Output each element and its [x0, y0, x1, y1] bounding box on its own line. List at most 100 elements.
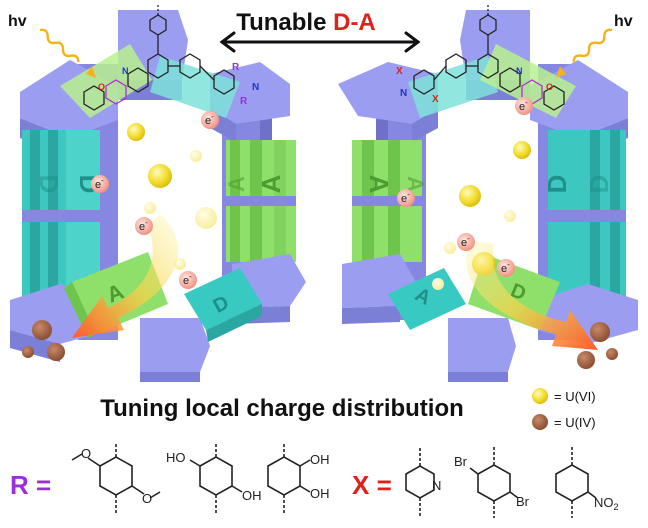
u6-sphere: [504, 210, 516, 222]
x-group-dibromophenyl: [469, 446, 519, 518]
linker-r-label-left-1: R: [232, 62, 240, 73]
u4-sphere: [577, 351, 595, 369]
u6-sphere: [127, 123, 145, 141]
electron-charge: -: [189, 272, 192, 281]
x-group-nitrophenyl: [555, 446, 597, 518]
u4-sphere: [47, 343, 65, 361]
u6-sphere: [148, 164, 172, 188]
electron-circle: [179, 271, 197, 289]
electron-label: e-: [519, 98, 528, 113]
u4-sphere: [22, 346, 34, 358]
title-highlight: D-A: [333, 9, 376, 36]
electron-circle: [457, 233, 475, 251]
linker-o-label-left: O: [98, 82, 105, 92]
r-group-dimethoxy-atom-1: O: [81, 446, 91, 461]
caption: Tuning local charge distribution: [100, 395, 464, 422]
u6-sphere: [513, 141, 531, 159]
u6-sphere: [144, 202, 156, 214]
r-group-dihydroxy-para-atom-2: OH: [242, 488, 262, 503]
electron-charge: -: [211, 112, 214, 121]
linker-n-label-left-2: N: [122, 66, 129, 76]
block-letter-left-donor-2: D: [34, 175, 64, 194]
electron-marker: e-: [179, 271, 197, 289]
u6-sphere: [444, 242, 456, 254]
linker-molecule-left: [83, 5, 235, 111]
u6-sphere: [432, 278, 444, 290]
electron-circle: [397, 189, 415, 207]
electron-charge: -: [525, 98, 528, 107]
electron-charge: -: [407, 190, 410, 199]
left-wall-stack: [22, 130, 100, 298]
r-group-dihydroxy-para: [189, 442, 243, 514]
electron-marker: e-: [515, 97, 533, 115]
electron-charge: -: [467, 234, 470, 243]
electron-circle: [497, 259, 515, 277]
electron-circle: [515, 97, 533, 115]
electron-marker: e-: [91, 175, 109, 193]
electron-marker: e-: [135, 217, 153, 235]
r-group-dihydroxy-para-atom-1: HO: [166, 450, 186, 465]
block-letter-rf-donor: D: [542, 175, 572, 194]
electron-marker: e-: [497, 259, 515, 277]
nitro-text: NO: [594, 495, 614, 510]
light-label-right: hv: [614, 13, 633, 30]
electron-label: e-: [139, 218, 148, 233]
u6-sphere: [174, 258, 186, 270]
electron-circle: [135, 217, 153, 235]
electron-marker: e-: [397, 189, 415, 207]
electron-marker: e-: [457, 233, 475, 251]
light-arrowhead-right: [556, 66, 566, 78]
legend-u4-label: = U(IV): [554, 415, 596, 430]
u6-sphere: [190, 150, 202, 162]
linker-n-label-right: N: [400, 88, 407, 99]
u4-sphere: [590, 322, 610, 342]
linker-n-label-left: N: [252, 82, 259, 93]
electron-label: e-: [205, 112, 214, 127]
linker-o-label-right: O: [546, 82, 553, 92]
u6-sphere: [459, 185, 481, 207]
linker-molecule-right: [413, 5, 565, 111]
title-prefix: Tunable: [236, 9, 333, 36]
linker-n-label-right-2: N: [516, 66, 523, 76]
block-letter-right-acceptor-2: A: [224, 176, 249, 192]
linker-r-label-left-2: R: [240, 96, 248, 107]
electron-label: e-: [501, 260, 510, 275]
light-wave-left: [39, 28, 80, 63]
r-group-dihydroxy-ortho-atom-2: OH: [310, 486, 330, 501]
r-group-dimethoxy: [71, 442, 161, 514]
u6-sphere: [195, 207, 217, 229]
electron-label: e-: [183, 272, 192, 287]
electron-circle: [201, 111, 219, 129]
block-letter-rf-acceptor-2: A: [403, 176, 428, 192]
light-wave-right: [572, 28, 613, 63]
legend-u6-label: = U(VI): [554, 389, 596, 404]
block-letter-right-acceptor: A: [256, 174, 286, 193]
framework-left: D D A A A D R R N N O hv: [8, 5, 306, 382]
legend: = U(VI) = U(IV): [532, 388, 596, 430]
reduction-arrow-right: [466, 240, 598, 350]
u4-sphere: [32, 320, 52, 340]
electron-circle: [91, 175, 109, 193]
x-group-pyridyl-atom: N: [432, 478, 441, 493]
substituent-r-label: R =: [10, 470, 51, 500]
x-group-dibromophenyl-atom-2: Br: [516, 494, 530, 509]
legend-u4-swatch: [532, 414, 548, 430]
right-frame-left-wall: [352, 140, 422, 262]
linker-x-label-right-1: X: [396, 66, 403, 77]
block-letter-rf-donor-2: D: [584, 175, 614, 194]
x-group-dibromophenyl-atom-1: Br: [454, 454, 468, 469]
electron-label: e-: [401, 190, 410, 205]
r-group-dihydroxy-ortho-atom-1: OH: [310, 452, 330, 467]
electron-charge: -: [101, 176, 104, 185]
electron-marker: e-: [201, 111, 219, 129]
title: Tunable D-A: [236, 9, 376, 36]
electron-label: e-: [95, 176, 104, 191]
framework-right: A A D D A D X X N N O hv: [338, 5, 638, 382]
light-label-left: hv: [8, 13, 27, 30]
electron-charge: -: [145, 218, 148, 227]
electron-charge: -: [507, 260, 510, 269]
double-arrow: [219, 31, 421, 53]
linker-x-label-right-2: X: [432, 94, 439, 105]
reduction-arrow-left: [72, 214, 179, 338]
